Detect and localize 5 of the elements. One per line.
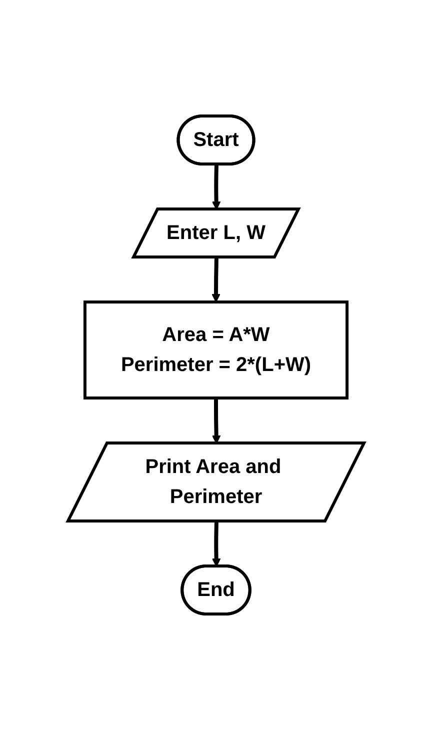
- arrow: [211, 164, 220, 210]
- node-box: Area = A*W Perimeter = 2*(L+W): [82, 300, 348, 399]
- arrow: [211, 520, 220, 566]
- arrow: [211, 256, 220, 302]
- arrow: [211, 398, 220, 444]
